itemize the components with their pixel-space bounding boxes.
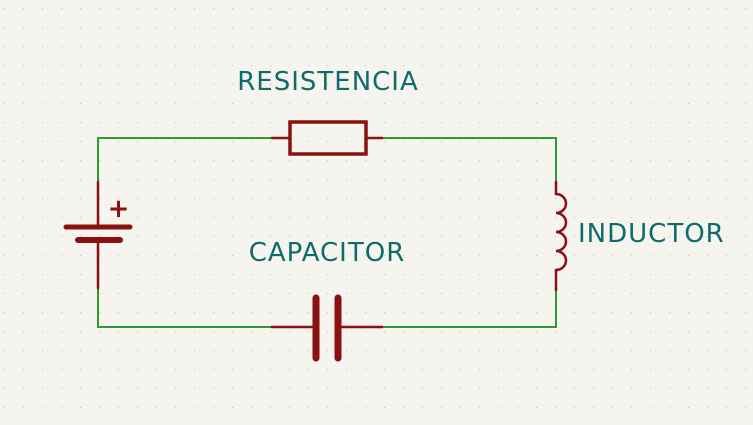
inductor-icon	[554, 180, 568, 292]
battery-icon	[63, 180, 133, 290]
resistor-icon	[270, 120, 384, 156]
wire-top-left	[97, 137, 272, 182]
capacitor-icon	[270, 294, 384, 362]
wire-bottom-left	[97, 288, 272, 328]
wires	[97, 137, 557, 328]
grid-dots	[4, 8, 747, 409]
capacitor-label: CAPACITOR	[249, 238, 406, 268]
wire-top-right	[382, 137, 557, 182]
inductor-label: INDUCTOR	[578, 219, 725, 249]
wire-bottom-right	[382, 290, 557, 328]
battery-plus-label: +	[108, 194, 131, 224]
resistor-label: RESISTENCIA	[237, 67, 419, 97]
